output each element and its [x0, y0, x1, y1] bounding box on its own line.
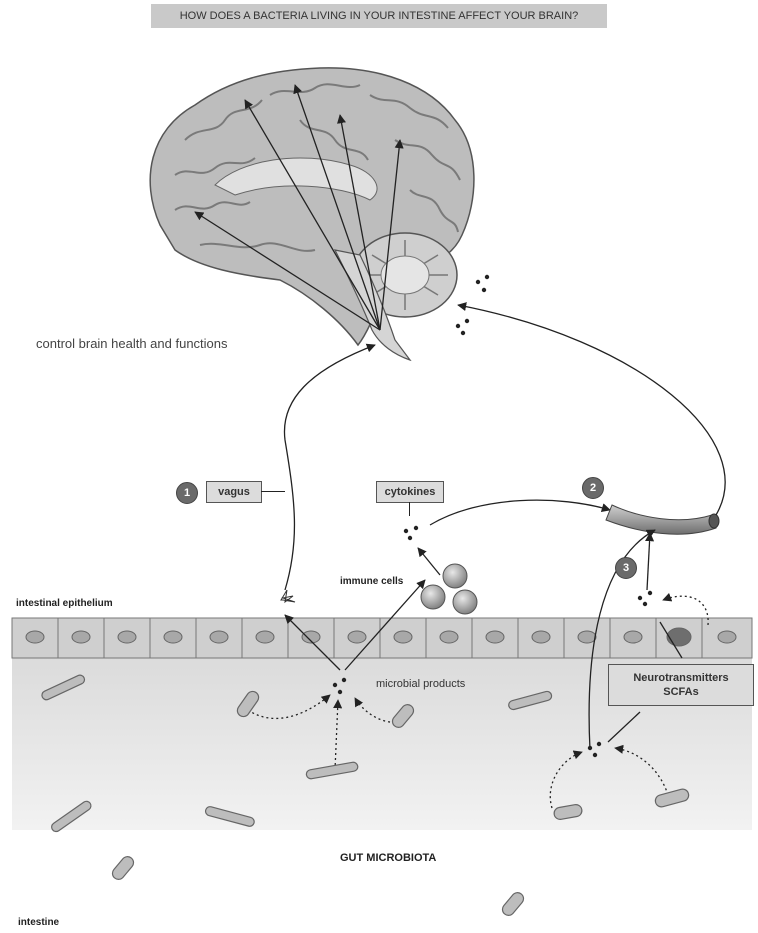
microbial-products-arrows — [284, 579, 426, 671]
enteroendocrine-link — [659, 621, 683, 659]
intestinal-epithelium-cells — [11, 617, 753, 659]
cytokines-connector — [409, 502, 410, 516]
cytokines-to-vessel-arrow — [429, 499, 611, 526]
immune-to-cytokines-arrow — [417, 547, 441, 576]
pathway-3-arrow — [645, 532, 655, 591]
microbial-products-label: microbial products — [376, 678, 466, 690]
diagram-title: HOW DOES A BACTERIA LIVING IN YOUR INTES… — [179, 10, 579, 22]
neurotransmitters-box: Neurotransmitters SCFAs — [608, 664, 754, 706]
vagus-connector — [261, 491, 285, 492]
dotted-production-arrows — [247, 592, 709, 809]
blood-vessel — [605, 504, 720, 535]
immune-cells-label: immune cells — [340, 576, 404, 587]
brain-caption: control brain health and functions — [36, 336, 228, 351]
neurotransmitters-link — [607, 711, 641, 743]
vagus-box: vagus — [206, 481, 262, 503]
title-bar: HOW DOES A BACTERIA LIVING IN YOUR INTES… — [151, 4, 607, 28]
cytokines-box: cytokines — [376, 481, 444, 503]
scfa-to-vessel-arrow — [588, 529, 656, 751]
pathway-1-badge: 1 — [176, 482, 198, 504]
vagus-nerve-path — [283, 343, 376, 591]
gut-microbiota-label: GUT MICROBIOTA — [340, 852, 437, 864]
brain-projection-arrows — [194, 84, 404, 331]
intestinal-epithelium-label: intestinal epithelium — [16, 598, 113, 609]
vessel-to-brain-arrow — [457, 302, 726, 516]
nerve-ending-icon — [280, 589, 296, 604]
pathway-2-badge: 2 — [582, 477, 604, 499]
brain-illustration — [149, 67, 475, 362]
molecule-dots — [332, 274, 653, 758]
intestine-label: intestine — [18, 917, 60, 928]
bacteria-cluster — [41, 674, 690, 916]
pathway-3-badge: 3 — [615, 557, 637, 579]
immune-cells-cluster — [420, 563, 478, 615]
